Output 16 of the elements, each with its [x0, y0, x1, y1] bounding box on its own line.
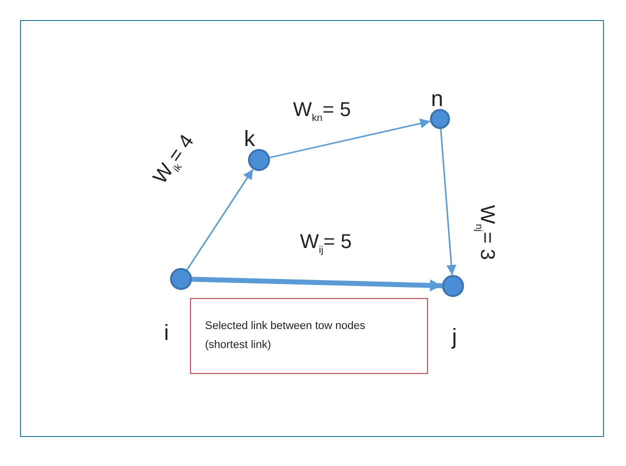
node-label: n [431, 88, 444, 110]
edge-label: W$_{kn}$= 5 [293, 100, 351, 124]
node-circle [248, 149, 270, 171]
node-label: k [244, 128, 255, 150]
note-text: Selected link between tow nodes (shortest link) [205, 320, 366, 351]
thick-arrow [192, 276, 442, 292]
node-circle [430, 109, 450, 129]
arrow [186, 168, 254, 270]
arrow [440, 128, 456, 276]
node-circle [442, 275, 464, 297]
note-box [190, 298, 428, 374]
node-label: j [452, 326, 457, 348]
node-circle [170, 268, 192, 290]
edge-label: W$_{ij}$= 5 [300, 232, 352, 256]
arrow [270, 118, 430, 158]
node-label: i [164, 322, 169, 344]
